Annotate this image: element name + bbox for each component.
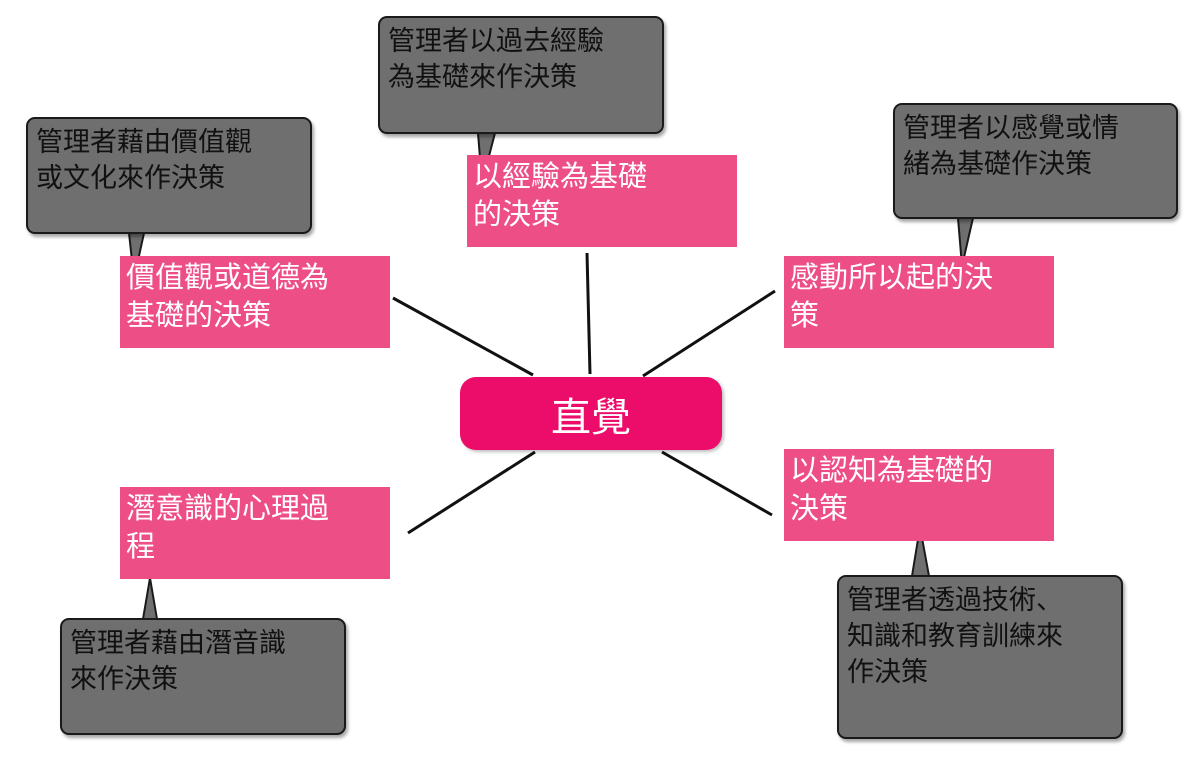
- callout-cognition: 管理者透過技術、 知識和教育訓練來 作決策: [837, 575, 1123, 739]
- node-experience-based-decision: 以經驗為基礎 的決策: [467, 155, 737, 247]
- callout-pointer-subconscious: [142, 577, 158, 620]
- connector-subconscious: [407, 450, 536, 535]
- connector-experience: [585, 252, 592, 375]
- callout-emotion: 管理者以感覺或情 緒為基礎作決策: [893, 103, 1178, 219]
- node-emotion-driven-decision: 感動所以起的決 策: [784, 256, 1054, 348]
- connector-emotion: [642, 289, 776, 378]
- central-topic-intuition: 直覺: [460, 377, 722, 450]
- callout-values: 管理者藉由價值觀 或文化來作決策: [26, 117, 312, 234]
- node-subconscious-process: 潛意識的心理過 程: [120, 487, 390, 579]
- node-cognition-based-decision: 以認知為基礎的 決策: [784, 449, 1054, 541]
- connector-cognition: [661, 450, 773, 517]
- connector-values: [392, 296, 534, 377]
- node-values-based-decision: 價值觀或道德為 基礎的決策: [120, 256, 390, 348]
- callout-experience: 管理者以過去經驗 為基礎來作決策: [378, 16, 664, 134]
- callout-subconscious: 管理者藉由潛音識 來作決策: [60, 618, 346, 735]
